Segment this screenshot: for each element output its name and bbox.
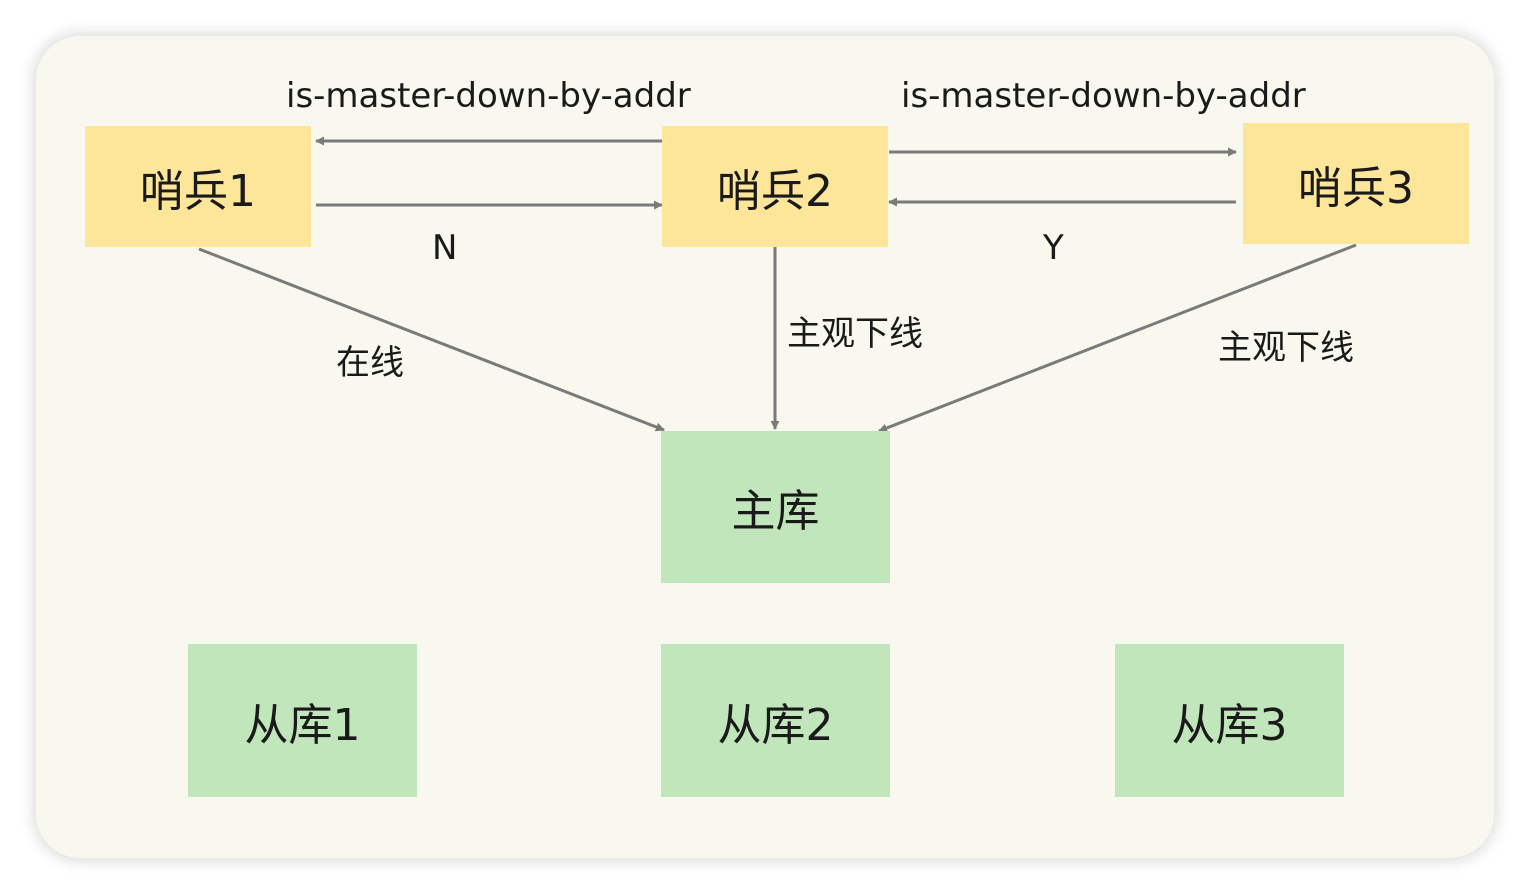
sentinel-3-label: 哨兵3 xyxy=(1298,162,1414,214)
arrow-s1-to-master xyxy=(198,247,665,432)
replica-3-label: 从库3 xyxy=(1171,699,1288,751)
status-label-sdown-s2: 主观下线 xyxy=(787,314,923,354)
command-label-right: is-master-down-by-addr xyxy=(901,76,1306,116)
sentinel-3-node: 哨兵3 xyxy=(1243,123,1469,244)
status-label-sdown-s3: 主观下线 xyxy=(1218,328,1354,368)
sentinel-2-label: 哨兵2 xyxy=(717,165,833,217)
status-label-online: 在线 xyxy=(336,343,404,383)
reply-label-y: Y xyxy=(1043,228,1064,268)
reply-label-n: N xyxy=(432,228,458,268)
master-label: 主库 xyxy=(731,486,820,537)
replica-1-label: 从库1 xyxy=(244,699,361,751)
replica-1-node: 从库1 xyxy=(188,644,417,797)
replica-2-label: 从库2 xyxy=(717,699,834,751)
master-node: 主库 xyxy=(661,431,890,583)
sentinel-1-node: 哨兵1 xyxy=(85,126,311,247)
sentinel-1-label: 哨兵1 xyxy=(140,165,256,217)
sentinel-2-node: 哨兵2 xyxy=(662,126,888,247)
command-label-left: is-master-down-by-addr xyxy=(286,76,691,116)
replica-2-node: 从库2 xyxy=(661,644,890,797)
replica-3-node: 从库3 xyxy=(1115,644,1344,797)
arrow-s3-to-master xyxy=(878,243,1357,433)
